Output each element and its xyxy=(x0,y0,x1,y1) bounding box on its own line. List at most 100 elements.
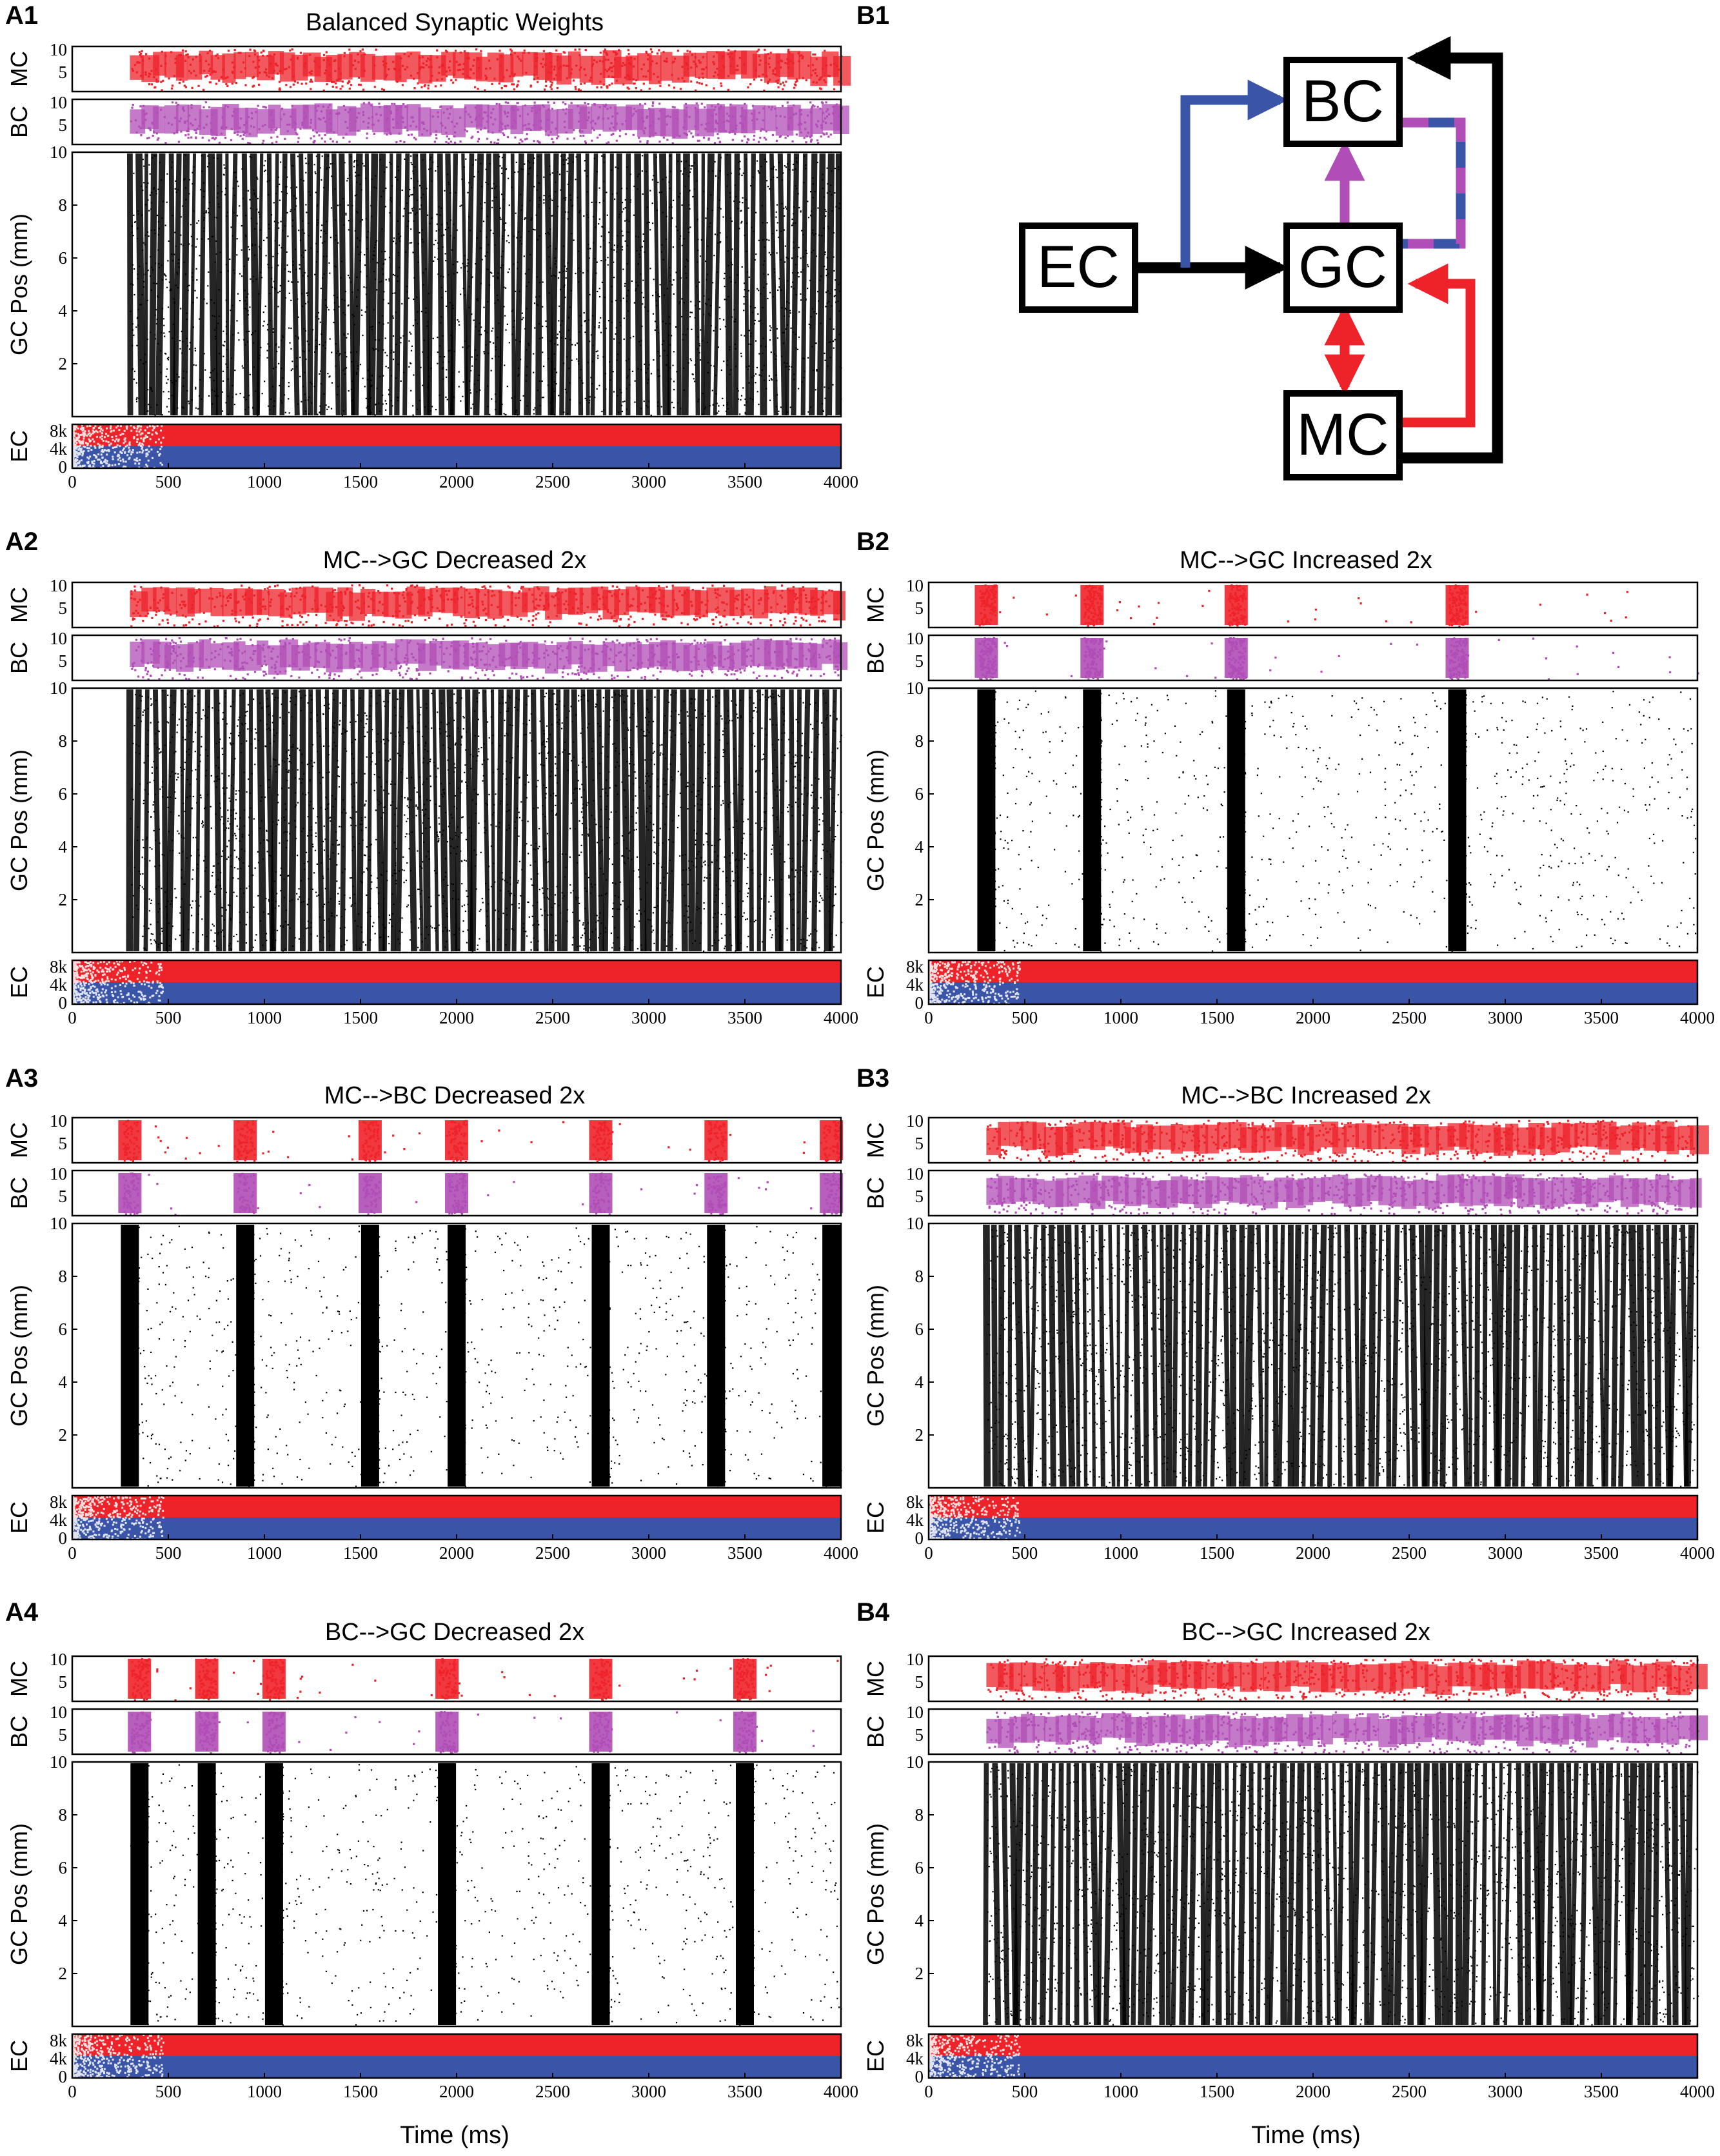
x-tick-label: 2500 xyxy=(1392,2082,1427,2101)
gc-ytick-label: 6 xyxy=(915,1320,924,1339)
x-tick-label: 3000 xyxy=(631,1543,666,1563)
gc-burst-stripe xyxy=(1496,1763,1503,2026)
gc-burst-stripe xyxy=(1603,1224,1610,1487)
gc-burst-stripe xyxy=(791,153,800,416)
bc-axes-frame xyxy=(71,634,842,682)
gc-burst-stripe xyxy=(1049,1763,1056,2026)
mc-ytick-label: 10 xyxy=(50,1111,67,1131)
gc-burst-stripe xyxy=(615,153,622,416)
gc-burst-stripe xyxy=(1512,1224,1521,1487)
x-tick-label: 2500 xyxy=(1392,1008,1427,1027)
gc-burst-band xyxy=(1083,689,1102,951)
gc-burst-stripe xyxy=(250,153,260,416)
bc-burst-blob xyxy=(1401,1715,1416,1745)
gc-burst-stripe xyxy=(1368,1224,1376,1487)
bc-burst-blob xyxy=(1032,1716,1045,1741)
gc-burst-stripe xyxy=(1230,1763,1237,2026)
x-tick-label: 4000 xyxy=(824,1008,858,1027)
gc-burst-stripe xyxy=(329,689,339,952)
bc-burst-blob xyxy=(349,107,361,132)
arrow-bc-to-gc-inhibitory xyxy=(1399,117,1466,249)
gc-burst-stripe xyxy=(1636,1224,1645,1487)
mc-ytick-label: 10 xyxy=(50,1650,67,1669)
ec-axis-label: EC xyxy=(6,966,32,998)
gc-burst-stripe xyxy=(1074,1224,1081,1487)
gc-burst-stripe xyxy=(1495,1224,1505,1487)
mc-burst-blob xyxy=(1597,1666,1611,1690)
gc-burst-stripe xyxy=(1481,1763,1487,2026)
gc-burst-stripe xyxy=(340,689,348,952)
x-tick-label: 1500 xyxy=(1200,2082,1234,2101)
gc-burst-band xyxy=(264,1763,283,2025)
mc-burst-blob xyxy=(130,55,144,80)
bc-ytick-label: 5 xyxy=(59,1187,68,1206)
bc-burst-blob xyxy=(798,108,813,137)
gc-burst-stripe xyxy=(464,153,475,416)
gc-burst-stripe xyxy=(1269,1763,1277,2026)
gc-burst-stripe xyxy=(992,1763,1002,2026)
gc-ytick-label: 10 xyxy=(906,678,924,698)
x-tick-label: 0 xyxy=(924,2082,933,2101)
gc-ytick-label: 4 xyxy=(915,1372,924,1392)
mc-burst-blob xyxy=(649,55,662,84)
bc-burst-blob xyxy=(741,109,756,134)
gc-burst-stripe xyxy=(1474,1224,1481,1487)
gc-burst-stripe xyxy=(571,689,580,952)
x-tick-label: 4000 xyxy=(1680,1543,1715,1563)
gc-ytick-label: 10 xyxy=(906,1214,924,1233)
bc-burst-blob xyxy=(1390,1177,1405,1207)
gc-burst-stripe xyxy=(580,689,589,952)
gc-ytick-label: 10 xyxy=(50,143,67,162)
bc-burst-band xyxy=(1080,638,1104,678)
gc-burst-stripe xyxy=(644,689,653,952)
mc-ytick-label: 5 xyxy=(59,63,68,82)
mc-burst-band xyxy=(118,1120,142,1160)
mc-burst-blob xyxy=(1563,1123,1578,1148)
x-tick-label: 3500 xyxy=(727,2082,762,2101)
gc-burst-stripe xyxy=(1569,1763,1579,2026)
gc-burst-stripe xyxy=(1116,1763,1127,2026)
mc-axes-frame xyxy=(71,1116,842,1164)
bc-burst-blob xyxy=(1643,1179,1659,1205)
gc-ytick-label: 4 xyxy=(915,837,924,856)
mc-burst-blob xyxy=(199,50,213,75)
panel-label-A3: A3 xyxy=(5,1064,39,1093)
gc-burst-stripe xyxy=(324,689,330,952)
gc-burst-stripe xyxy=(998,1224,1005,1487)
gc-ytick-label: 6 xyxy=(915,1858,924,1877)
mc-burst-blob xyxy=(706,587,718,613)
gc-spikes xyxy=(122,1225,842,1488)
gc-burst-stripe xyxy=(1314,1763,1323,2026)
gc-burst-stripe xyxy=(172,153,182,416)
mc-burst-blob xyxy=(361,54,375,82)
x-tick-label: 1000 xyxy=(247,1543,282,1563)
gc-ytick-label: 2 xyxy=(59,1964,68,1983)
x-axis-label-A4: Time (ms) xyxy=(400,2122,509,2149)
bc-burst-blob xyxy=(533,643,546,669)
gc-burst-stripe xyxy=(1521,1224,1528,1487)
gc-burst-stripe xyxy=(1210,1224,1219,1487)
ec-sparse-onset xyxy=(72,960,164,1006)
gc-burst-stripe xyxy=(1123,1224,1130,1487)
mc-burst-blob xyxy=(787,50,800,80)
gc-burst-stripe xyxy=(1292,1224,1301,1487)
gc-burst-stripe xyxy=(446,689,458,952)
gc-ytick-label: 10 xyxy=(906,1752,924,1772)
ec-ytick-label: 4k xyxy=(906,2049,924,2068)
bc-burst-blob xyxy=(1412,1179,1428,1206)
bc-burst-band xyxy=(1224,638,1248,678)
bc-burst-blob xyxy=(383,643,398,671)
bc-burst-blob xyxy=(1263,1180,1278,1209)
gc-burst-stripe xyxy=(1122,1763,1131,2026)
gc-burst-stripe xyxy=(713,153,722,416)
gc-burst-band xyxy=(197,1763,216,2025)
bc-burst-blob xyxy=(1690,1178,1702,1208)
gc-burst-stripe xyxy=(416,689,424,952)
mc-burst-blob xyxy=(1194,1661,1207,1690)
gc-burst-stripe xyxy=(331,153,341,416)
mc-burst-blob xyxy=(1470,1124,1483,1154)
x-tick-label: 3000 xyxy=(1488,2082,1523,2101)
mc-burst-blob xyxy=(1217,1122,1231,1150)
x-tick-label: 1000 xyxy=(247,472,282,491)
